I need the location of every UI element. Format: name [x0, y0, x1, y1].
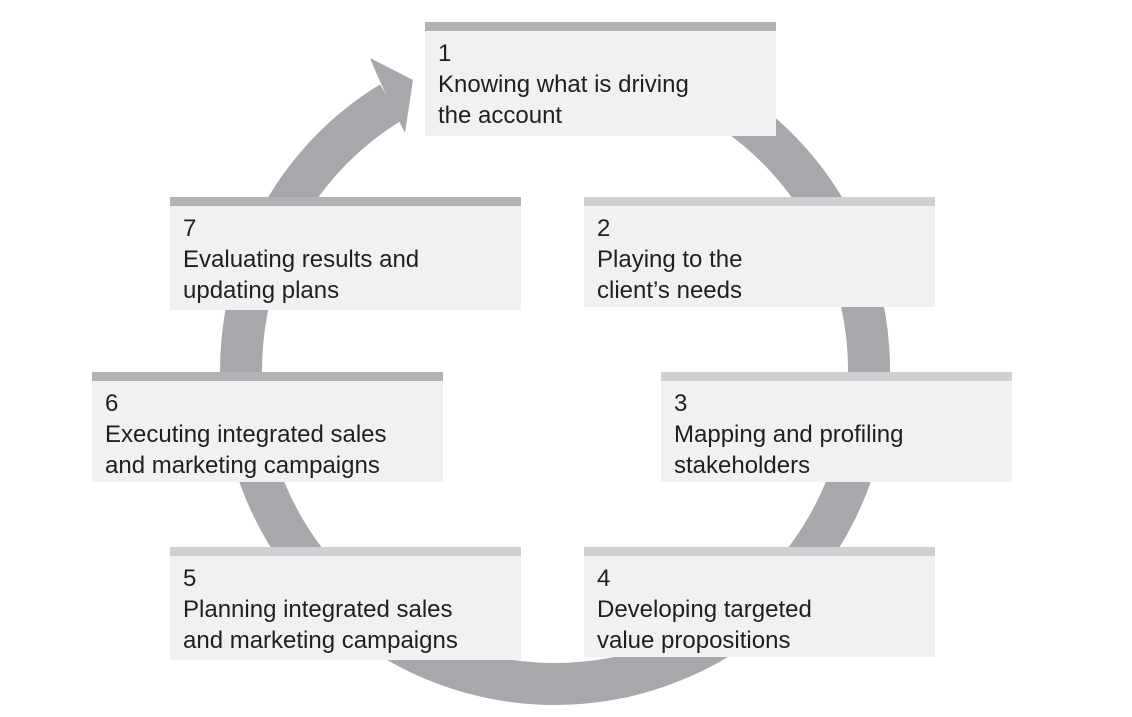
step-5-box: 5 Planning integrated sales and marketin…	[170, 547, 521, 660]
box-top-bar	[170, 547, 521, 556]
step-3-box: 3 Mapping and profiling stakeholders	[661, 372, 1012, 482]
box-top-bar	[92, 372, 443, 381]
step-number: 2	[597, 215, 611, 242]
step-number: 5	[183, 565, 197, 592]
step-label-line: Planning integrated sales	[183, 596, 453, 623]
step-6-box: 6 Executing integrated sales and marketi…	[92, 372, 443, 482]
step-number: 6	[105, 390, 119, 417]
step-number: 4	[597, 565, 611, 592]
step-label-line: updating plans	[183, 277, 340, 304]
step-7-box: 7 Evaluating results and updating plans	[170, 197, 521, 310]
step-label-line: client’s needs	[597, 277, 742, 304]
box-top-bar	[584, 547, 935, 556]
step-label-line: value propositions	[597, 627, 791, 654]
step-2-box: 2 Playing to the client’s needs	[584, 197, 935, 307]
step-label-line: Developing targeted	[597, 596, 812, 623]
step-1-box: 1 Knowing what is driving the account	[425, 22, 776, 136]
step-label-line: the account	[438, 102, 563, 129]
step-label-line: and marketing campaigns	[183, 627, 458, 654]
step-label-line: Evaluating results and	[183, 246, 420, 273]
box-top-bar	[425, 22, 776, 31]
step-label-line: Mapping and profiling	[674, 421, 904, 448]
step-4-box: 4 Developing targeted value propositions	[584, 547, 935, 657]
box-top-bar	[661, 372, 1012, 381]
step-number: 1	[438, 40, 452, 67]
box-top-bar	[584, 197, 935, 206]
step-label-line: Executing integrated sales	[105, 421, 387, 448]
step-label-line: Knowing what is driving	[438, 71, 689, 98]
arrowhead-icon	[370, 58, 413, 133]
box-top-bar	[170, 197, 521, 206]
step-label-line: Playing to the	[597, 246, 743, 273]
step-number: 3	[674, 390, 688, 417]
step-number: 7	[183, 215, 197, 242]
step-label-line: stakeholders	[674, 452, 811, 479]
step-label-line: and marketing campaigns	[105, 452, 380, 479]
